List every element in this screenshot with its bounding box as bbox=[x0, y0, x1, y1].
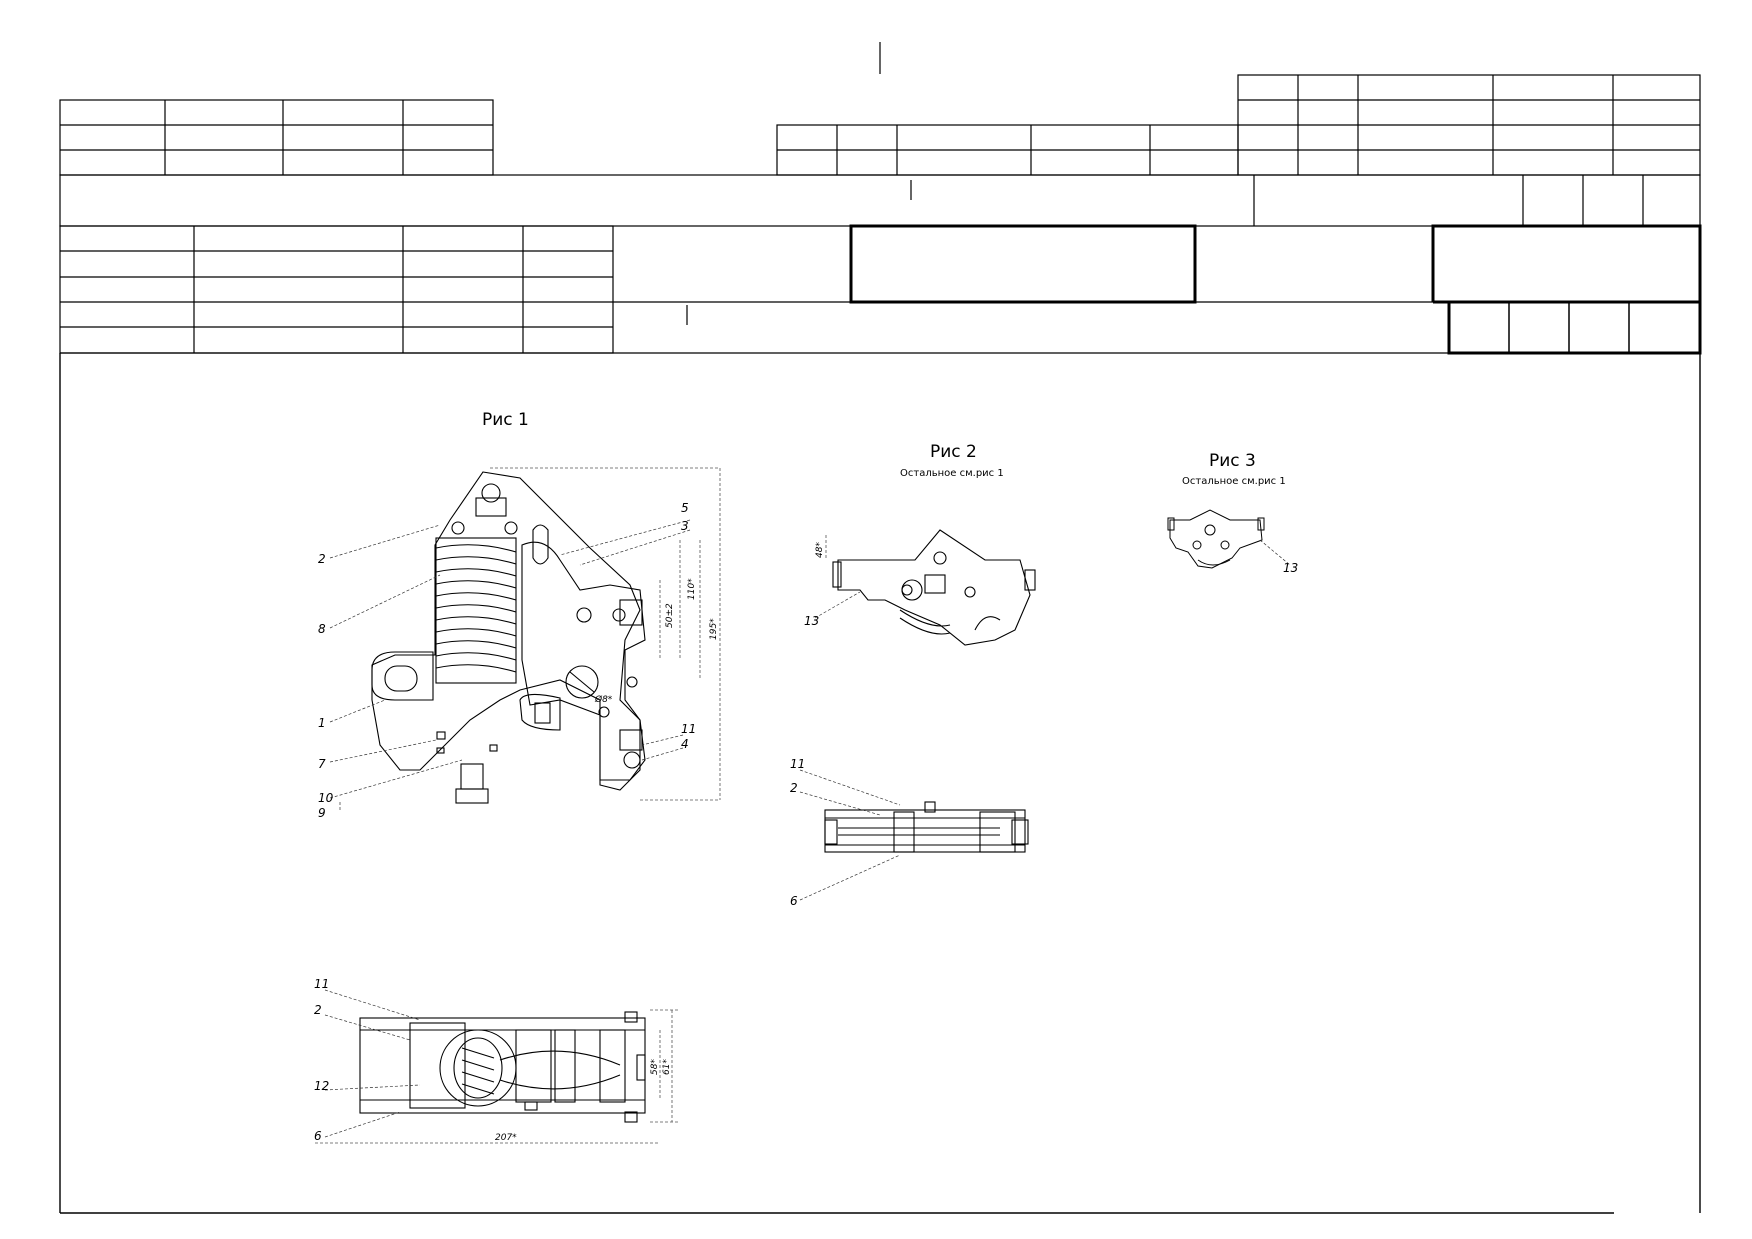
callout-13-fig3: 13 bbox=[1283, 561, 1298, 575]
callout-2: 2 bbox=[318, 552, 326, 566]
title-thick-boxes bbox=[849, 224, 1702, 355]
callout-2-bottom: 2 bbox=[314, 1003, 322, 1017]
fig1-bottom-dimensions bbox=[315, 1009, 680, 1144]
callout-10: 10 bbox=[318, 791, 334, 805]
fig1-title: Рис 1 bbox=[482, 410, 529, 430]
fig1-bottom-leaders bbox=[324, 989, 421, 1138]
fig1-bottom-view bbox=[359, 1011, 646, 1123]
callout-4: 4 bbox=[681, 737, 689, 751]
fig2-side-leaders bbox=[799, 769, 901, 901]
fig3-view bbox=[1167, 509, 1265, 569]
callout-7: 7 bbox=[318, 757, 326, 771]
fig1-bottom-callouts: 11 2 12 6 bbox=[314, 977, 329, 1143]
dim-48: 48* bbox=[815, 542, 825, 558]
callout-12-bottom: 12 bbox=[314, 1079, 329, 1093]
fig1-leaders bbox=[329, 519, 691, 810]
callout-3: 3 bbox=[681, 519, 689, 533]
callout-11-fig2: 11 bbox=[790, 757, 805, 771]
fig3-title: Рис 3 bbox=[1209, 451, 1256, 471]
dim-50: 50±2 bbox=[665, 603, 675, 628]
callout-5: 5 bbox=[681, 501, 689, 515]
fig1-front-view bbox=[371, 471, 646, 804]
fig1-dimensions bbox=[490, 467, 721, 801]
spring-coils bbox=[435, 544, 517, 673]
callout-2-fig2: 2 bbox=[790, 781, 798, 795]
callout-9: 9 bbox=[318, 806, 326, 820]
fig3-subtitle: Остальное см.рис 1 bbox=[1182, 476, 1286, 487]
fig1-dimension-texts: 110* 50±2 195* Ø8* bbox=[594, 578, 719, 705]
fig2-title: Рис 2 bbox=[930, 442, 977, 462]
fig2-subtitle: Остальное см.рис 1 bbox=[900, 468, 1004, 479]
callout-6-bottom: 6 bbox=[314, 1129, 322, 1143]
fig2-side-callouts: 11 2 6 bbox=[790, 757, 805, 908]
dim-110: 110* bbox=[687, 578, 697, 600]
fig2-front-view bbox=[832, 529, 1036, 646]
dim-61: 61* bbox=[662, 1059, 672, 1075]
dim-195: 195* bbox=[709, 618, 719, 640]
fig2-leader-13 bbox=[814, 591, 861, 619]
fig3-leader-13 bbox=[1259, 539, 1291, 566]
sheet-cells bbox=[1508, 302, 1630, 353]
drawing-frame bbox=[59, 353, 1701, 1214]
dim-58: 58* bbox=[650, 1059, 660, 1075]
fig2-side-view bbox=[824, 801, 1029, 853]
callout-8: 8 bbox=[318, 622, 326, 636]
fig1-bottom-dimension-texts: 58* 61* 207* bbox=[495, 1059, 672, 1143]
title-block bbox=[59, 42, 1701, 354]
callout-13-fig2: 13 bbox=[804, 614, 819, 628]
dim-207: 207* bbox=[495, 1133, 517, 1143]
callout-6-fig2: 6 bbox=[790, 894, 798, 908]
callout-11: 11 bbox=[681, 722, 696, 736]
callout-11-bottom: 11 bbox=[314, 977, 329, 991]
dim-d8: Ø8* bbox=[594, 694, 613, 705]
fig1-callouts: 2 8 1 7 10 9 5 3 4 11 bbox=[318, 501, 696, 820]
callout-1: 1 bbox=[318, 716, 326, 730]
